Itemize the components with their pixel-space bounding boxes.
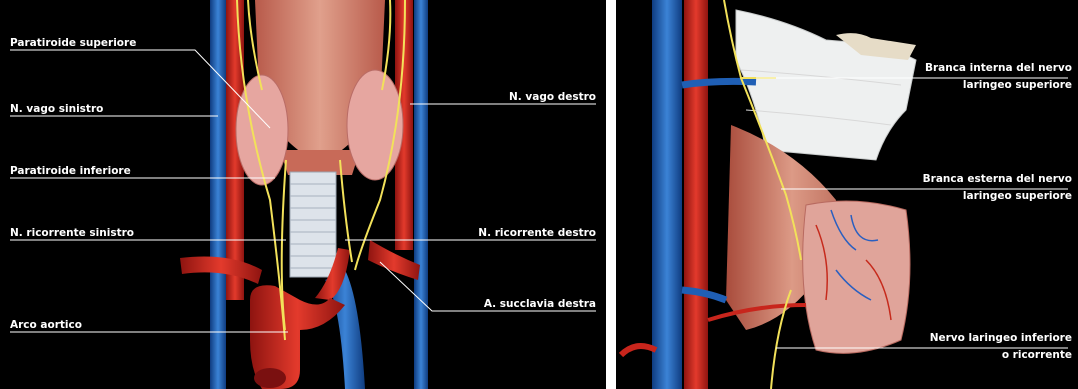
jugular-vein (652, 0, 682, 389)
thyroid-cartilage (736, 10, 916, 160)
thyroid-right-lobe (347, 70, 403, 180)
left-anatomy-panel: Paratiroide superiore N. vago sinistro P… (0, 0, 606, 389)
label-nervo-laringeo-1: Nervo laringeo inferiore (930, 332, 1072, 345)
label-branca-interna-2: laringeo superiore (963, 79, 1072, 92)
left-illustration (0, 0, 606, 389)
trachea (290, 172, 336, 277)
label-paratiroide-superiore: Paratiroide superiore (10, 37, 136, 50)
label-paratiroide-inferiore: Paratiroide inferiore (10, 165, 131, 178)
thyroid-gland (803, 201, 910, 353)
left-jugular-vein (210, 0, 226, 389)
right-anatomy-panel: Branca interna del nervo laringeo superi… (616, 0, 1078, 389)
label-n-ricorrente-sinistro: N. ricorrente sinistro (10, 227, 134, 240)
label-branca-interna-1: Branca interna del nervo (925, 62, 1072, 75)
right-jugular-vein (414, 0, 428, 389)
label-branca-esterna-2: laringeo superiore (963, 190, 1072, 203)
carotid-artery (684, 0, 708, 389)
label-n-vago-destro: N. vago destro (509, 91, 596, 104)
label-arco-aortico: Arco aortico (10, 319, 82, 332)
label-branca-esterna-1: Branca esterna del nervo (923, 173, 1072, 186)
label-n-ricorrente-destro: N. ricorrente destro (478, 227, 596, 240)
right-recurrent-nerve (340, 160, 352, 262)
label-n-vago-sinistro: N. vago sinistro (10, 103, 103, 116)
label-nervo-laringeo-2: o ricorrente (1002, 349, 1072, 362)
label-a-succlavia-destra: A. succlavia destra (484, 298, 596, 311)
